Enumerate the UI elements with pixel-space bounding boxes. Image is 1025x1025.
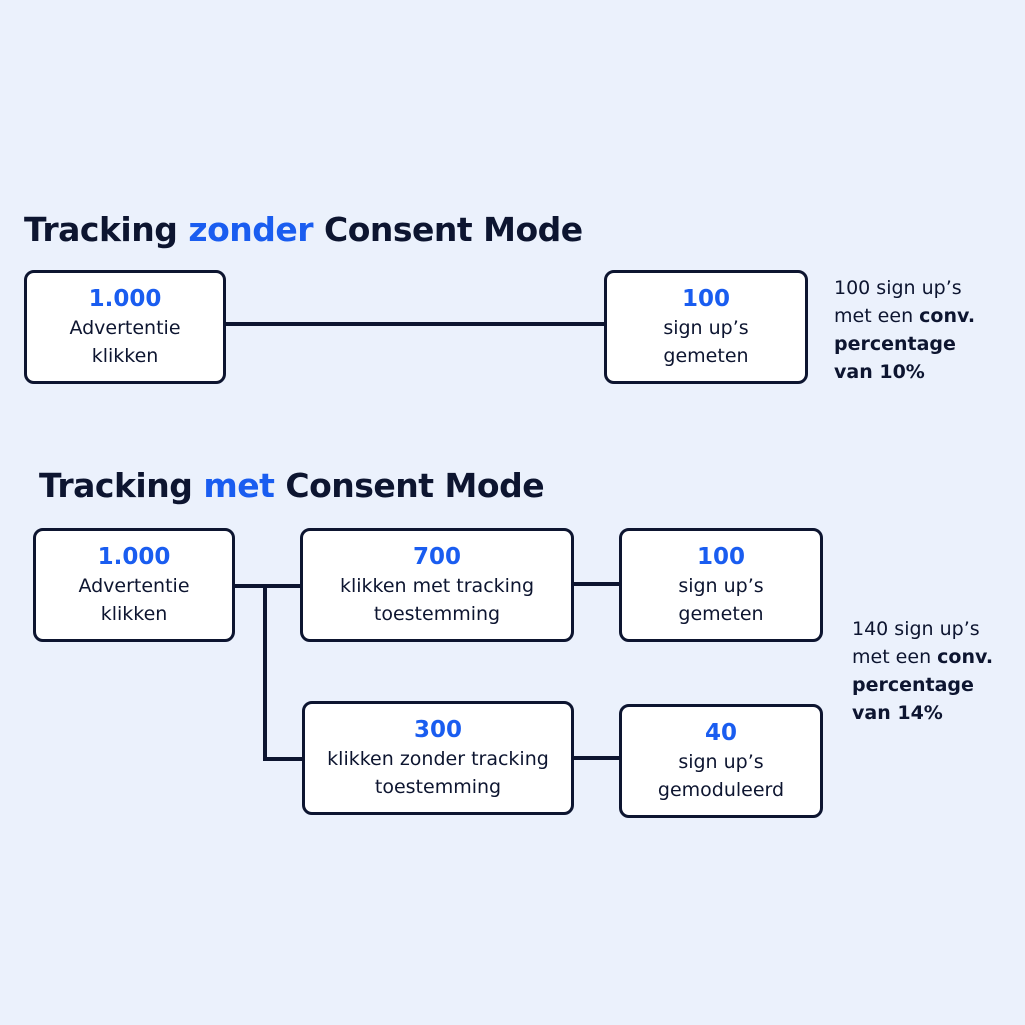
note-line2-plain: met een bbox=[852, 646, 938, 668]
connector-branch-vertical bbox=[263, 584, 267, 761]
node-label-line1: sign up’s bbox=[678, 751, 764, 773]
node-label-line1: klikken zonder tracking bbox=[327, 748, 549, 770]
connector-branch-to-no-consent bbox=[263, 757, 305, 761]
conversion-note-without: 100 sign up’s met een conv. percentage v… bbox=[834, 274, 975, 386]
note-line4: van 10% bbox=[834, 358, 975, 386]
note-line2: met een conv. bbox=[834, 302, 975, 330]
note-line4: van 14% bbox=[852, 699, 993, 727]
connector-clicks-to-branch bbox=[233, 584, 303, 588]
title-part1: Tracking bbox=[24, 210, 189, 249]
title-accent: met bbox=[203, 466, 275, 505]
note-line3: percentage bbox=[834, 330, 975, 358]
section-with-title: Tracking met Consent Mode bbox=[39, 466, 545, 505]
note-line2-plain: met een bbox=[834, 305, 920, 327]
node-label-line2: toestemming bbox=[374, 776, 502, 798]
section-without-title: Tracking zonder Consent Mode bbox=[24, 213, 583, 246]
note-line4-bold: van 14% bbox=[852, 702, 943, 724]
note-line1: 100 sign up’s bbox=[834, 277, 962, 299]
note-line3-bold: percentage bbox=[834, 333, 956, 355]
note-line4-bold: van 10% bbox=[834, 361, 925, 383]
node-label-line1: klikken met tracking bbox=[339, 575, 535, 597]
node-signups-measured: 100 sign up’s gemeten bbox=[604, 270, 808, 384]
node-value: 1.000 bbox=[88, 286, 162, 312]
note-line2-bold: conv. bbox=[937, 646, 994, 668]
node-label-line1: sign up’s bbox=[663, 317, 749, 339]
node-label-line1: sign up’s bbox=[678, 575, 764, 597]
conversion-note-with: 140 sign up’s met een conv. percentage v… bbox=[852, 615, 993, 727]
node-label-line2: klikken bbox=[91, 345, 159, 367]
title-part1: Tracking bbox=[39, 466, 204, 505]
node-label-line2: klikken bbox=[100, 603, 168, 625]
node-value: 40 bbox=[704, 720, 737, 746]
connector-no-consent-to-modeled bbox=[572, 756, 622, 760]
title-part2: Consent Mode bbox=[313, 210, 583, 249]
note-line3: percentage bbox=[852, 671, 993, 699]
title-part2: Consent Mode bbox=[274, 466, 545, 505]
node-label-line1: Advertentie bbox=[69, 317, 181, 339]
node-value: 1.000 bbox=[97, 544, 171, 570]
node-signups-measured: 100 sign up’s gemeten bbox=[619, 528, 823, 642]
node-label-line2: gemeten bbox=[678, 603, 764, 625]
node-signups-modeled: 40 sign up’s gemoduleerd bbox=[619, 704, 823, 818]
note-line3-bold: percentage bbox=[852, 674, 974, 696]
node-label-line1: Advertentie bbox=[78, 575, 190, 597]
node-ad-clicks: 1.000 Advertentie klikken bbox=[24, 270, 226, 384]
node-label-line2: gemoduleerd bbox=[657, 779, 785, 801]
node-label-line2: gemeten bbox=[663, 345, 749, 367]
connector-clicks-to-signups bbox=[225, 322, 606, 326]
node-value: 100 bbox=[696, 544, 745, 570]
node-clicks-without-consent: 300 klikken zonder tracking toestemming bbox=[302, 701, 574, 815]
node-ad-clicks: 1.000 Advertentie klikken bbox=[33, 528, 235, 642]
note-line1: 140 sign up’s bbox=[852, 618, 980, 640]
node-value: 700 bbox=[412, 544, 461, 570]
title-accent: zonder bbox=[188, 210, 314, 249]
node-label-line2: toestemming bbox=[373, 603, 501, 625]
note-line2-bold: conv. bbox=[919, 305, 976, 327]
node-value: 300 bbox=[413, 717, 462, 743]
node-value: 100 bbox=[681, 286, 730, 312]
node-clicks-with-consent: 700 klikken met tracking toestemming bbox=[300, 528, 574, 642]
note-line2: met een conv. bbox=[852, 643, 993, 671]
connector-consent-to-measured bbox=[572, 582, 622, 586]
